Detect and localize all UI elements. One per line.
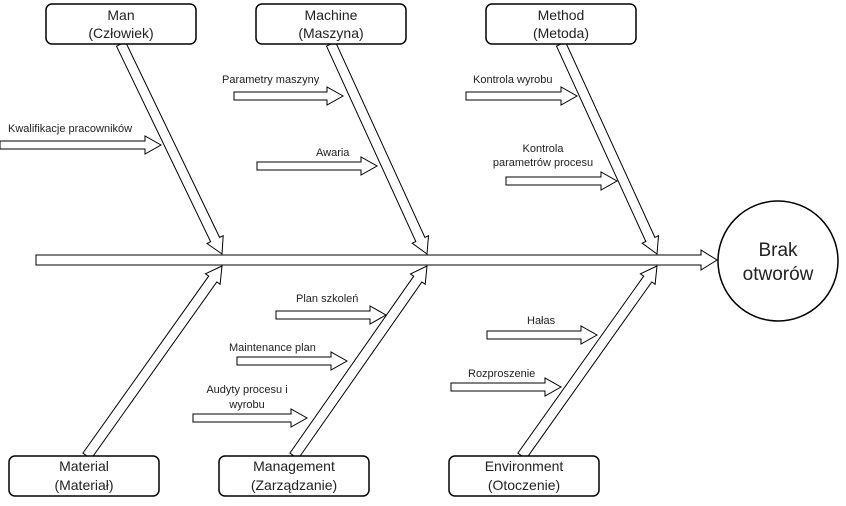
cause-machine-2-label: Awaria [316, 147, 350, 159]
category-man-line2: (Człowiek) [88, 25, 153, 41]
category-method-line1: Method [538, 7, 585, 23]
category-method-box [485, 3, 637, 45]
effect-label-line2: otworów [743, 264, 814, 285]
cause-method-2-label-line2: parametrów procesu [493, 157, 593, 169]
category-man: Man (Człowiek) [45, 3, 197, 45]
cause-method-2-arrow [505, 171, 619, 191]
category-man-box [45, 3, 197, 45]
spine-arrow-shape [35, 249, 718, 271]
cause-arrows [0, 86, 619, 428]
cause-management-2-arrow [236, 351, 349, 371]
category-machine-line1: Machine [305, 7, 358, 23]
category-machine: Machine (Maszyna) [255, 3, 407, 45]
category-material: Material (Materiał) [8, 455, 160, 497]
cause-environment-2-arrow [450, 377, 563, 397]
category-material-box [8, 455, 160, 497]
category-environment: Environment (Otoczenie) [448, 455, 600, 497]
category-material-line1: Material [59, 458, 109, 474]
cause-management-3-label-line1: Audyty procesu i [206, 384, 287, 396]
effect-label-line1: Brak [758, 240, 798, 261]
effect-node: Brak otworów [717, 200, 839, 322]
cause-environment-2-label: Rozproszenie [468, 368, 535, 380]
cause-management-1-arrow [275, 305, 388, 325]
cause-man-1-label: Kwalifikacje pracowników [8, 123, 132, 135]
category-management-box [218, 455, 370, 497]
cause-management-1-label: Plan szkoleń [296, 293, 358, 305]
category-method-line2: (Metoda) [533, 25, 589, 41]
category-method: Method (Metoda) [485, 3, 637, 45]
spine-arrow [35, 249, 718, 271]
category-material-line2: (Materiał) [54, 477, 113, 493]
cause-environment-1-arrow [486, 325, 599, 345]
bone-management [289, 265, 428, 460]
category-machine-line2: (Maszyna) [298, 25, 363, 41]
cause-method-2-label-line1: Kontrola [523, 143, 565, 155]
cause-management-3-label-line2: wyrobu [228, 399, 264, 411]
category-machine-box [255, 3, 407, 45]
cause-management-2-label: Maintenance plan [229, 342, 316, 354]
cause-management-3-arrow [192, 408, 309, 428]
cause-machine-1-arrow [233, 86, 345, 106]
category-environment-line1: Environment [485, 458, 564, 474]
category-environment-line2: (Otoczenie) [488, 477, 560, 493]
bone-environment [517, 265, 658, 460]
effect-circle [717, 200, 839, 322]
bone-material [82, 265, 223, 460]
category-management-line1: Management [253, 458, 335, 474]
cause-environment-1-label: Hałas [527, 315, 556, 327]
category-bones [82, 41, 660, 460]
category-management: Management (Zarządzanie) [218, 455, 370, 497]
cause-machine-1-label: Parametry maszyny [222, 74, 320, 86]
bone-method [555, 41, 660, 255]
category-environment-box [448, 455, 600, 497]
cause-machine-2-arrow [256, 156, 379, 176]
cause-man-1-arrow [0, 135, 163, 155]
bone-machine [325, 41, 430, 255]
bone-man [115, 41, 224, 255]
category-management-line2: (Zarządzanie) [251, 477, 337, 493]
cause-method-1-label: Kontrola wyrobu [473, 74, 553, 86]
cause-method-1-arrow [465, 86, 579, 106]
category-man-line1: Man [107, 7, 134, 23]
